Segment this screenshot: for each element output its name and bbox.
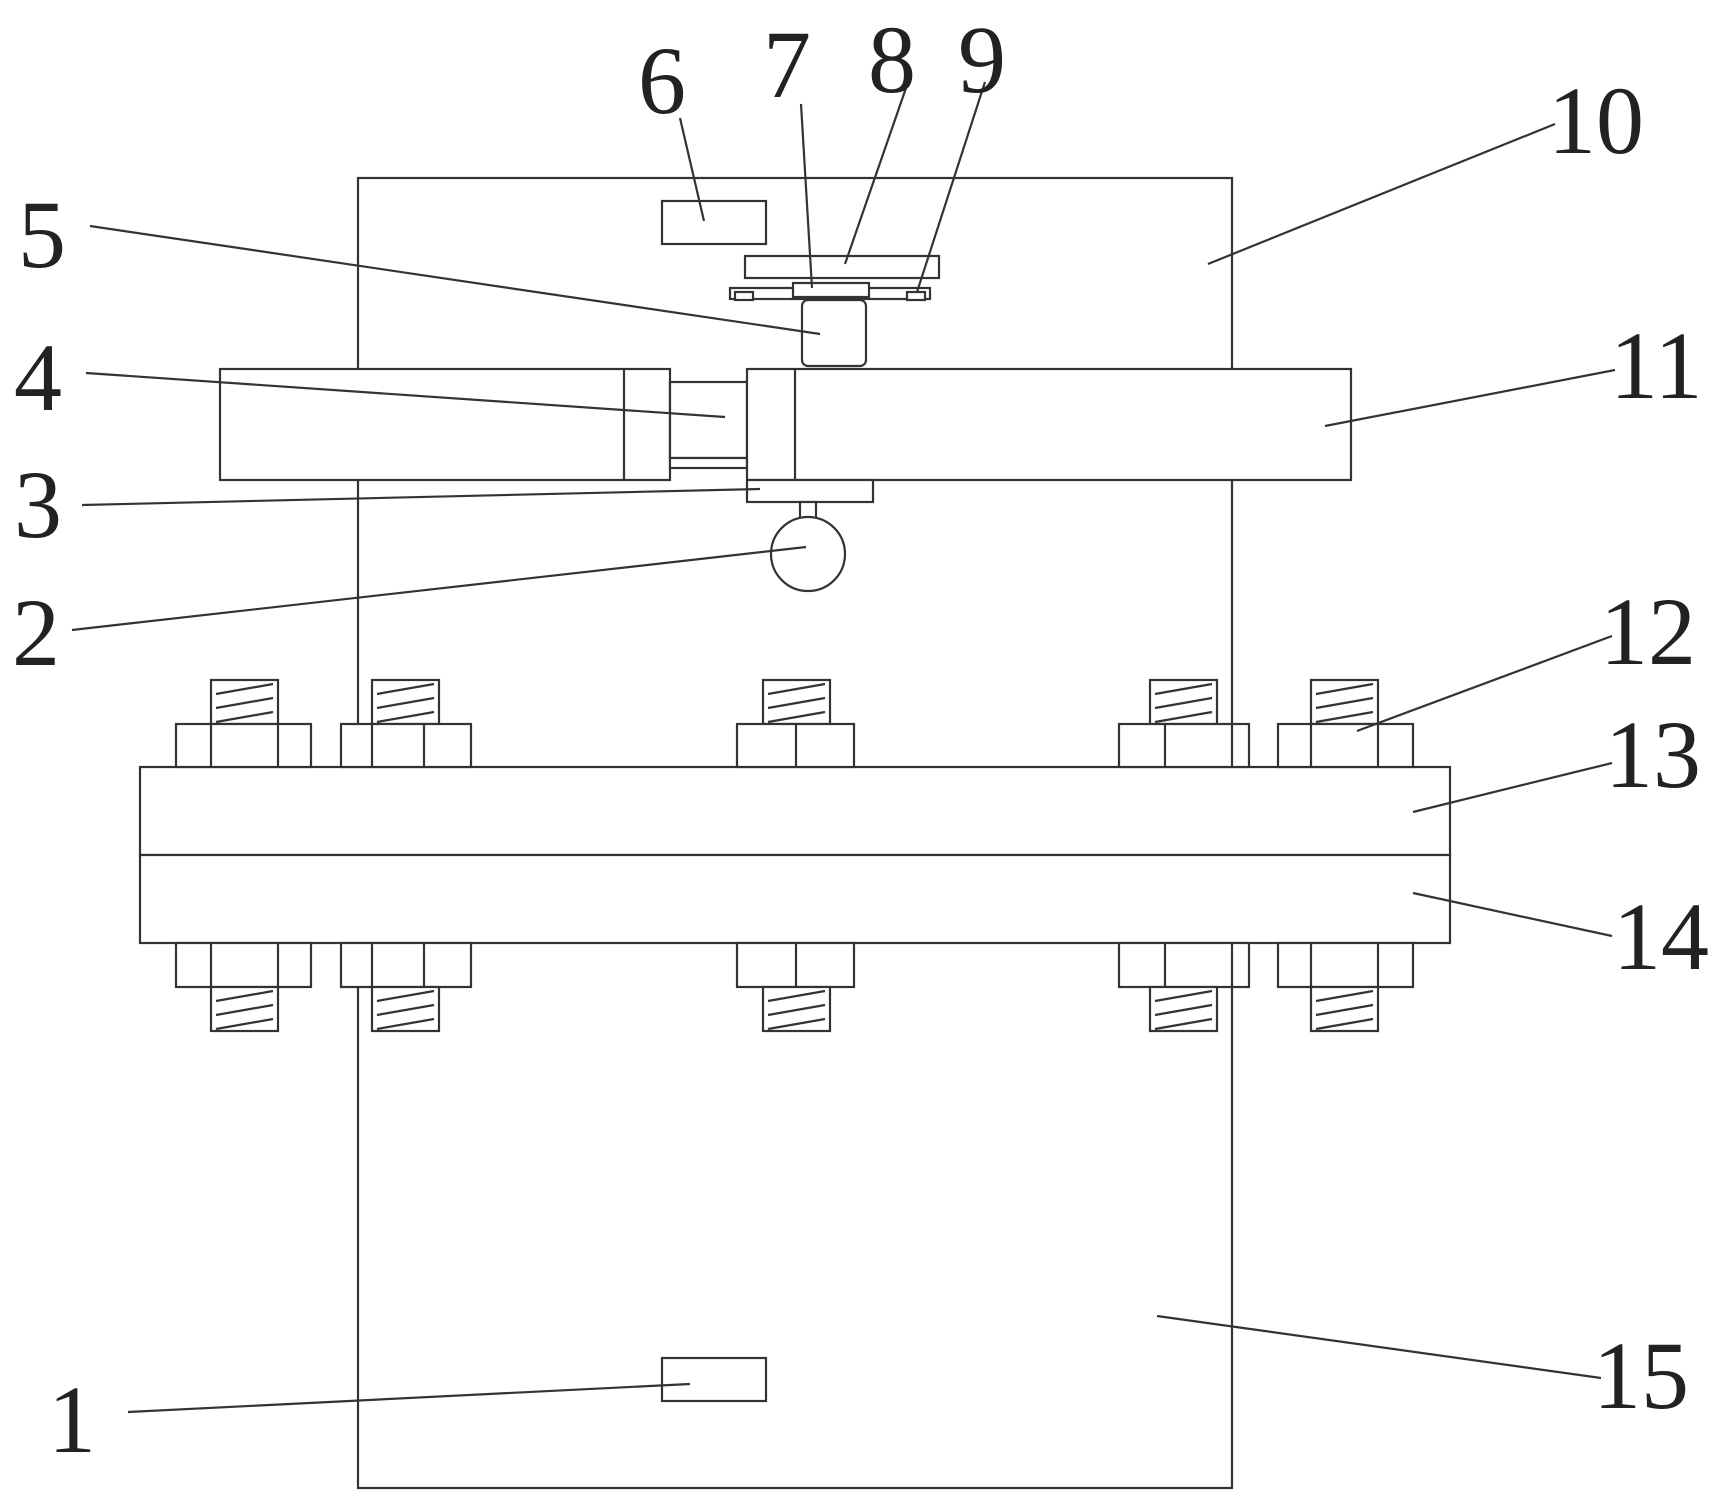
part-4-cylinder xyxy=(218,367,672,482)
part-5-motor xyxy=(800,298,868,368)
part-8-plate xyxy=(743,254,941,280)
part-13-flange xyxy=(138,765,1452,857)
label-2: 2 xyxy=(12,579,60,686)
label-6: 6 xyxy=(638,27,686,134)
leader-5 xyxy=(89,224,821,336)
label-4: 4 xyxy=(14,324,62,431)
label-14: 14 xyxy=(1613,883,1709,990)
part-6-box xyxy=(660,199,768,246)
bolt-2 xyxy=(339,678,473,1033)
part-9-tab-right xyxy=(905,290,927,302)
label-1: 1 xyxy=(48,1366,96,1473)
bolt-4 xyxy=(1117,678,1251,1033)
label-9: 9 xyxy=(958,6,1006,113)
label-13: 13 xyxy=(1605,701,1701,808)
leader-4 xyxy=(85,371,726,419)
part-4-piston-rod xyxy=(668,456,749,470)
label-15: 15 xyxy=(1593,1322,1689,1429)
label-11: 11 xyxy=(1610,312,1702,419)
leader-9 xyxy=(915,81,987,293)
bolt-3 xyxy=(735,678,856,1033)
part-2-ball xyxy=(769,515,847,593)
leader-2 xyxy=(71,545,807,632)
leader-14 xyxy=(1412,891,1613,938)
leader-13 xyxy=(1412,761,1613,814)
leader-6 xyxy=(678,117,706,222)
part-7-block xyxy=(791,281,871,299)
bolt-5 xyxy=(1276,678,1415,1033)
bolt-1 xyxy=(174,678,313,1033)
label-3: 3 xyxy=(14,451,62,558)
part-9-tab-left xyxy=(733,290,755,302)
part-14-flange xyxy=(138,853,1452,945)
part-1-box xyxy=(660,1356,768,1403)
part-4-rod-housing xyxy=(668,380,749,460)
label-12: 12 xyxy=(1600,578,1696,685)
leader-1 xyxy=(127,1382,691,1414)
leader-12 xyxy=(1356,634,1613,733)
leader-10 xyxy=(1207,122,1556,266)
leader-7 xyxy=(799,103,814,289)
leader-15 xyxy=(1156,1314,1602,1380)
label-5: 5 xyxy=(18,181,66,288)
part-3-bracket xyxy=(745,478,875,504)
leader-8 xyxy=(843,87,908,265)
label-7: 7 xyxy=(763,11,811,118)
label-10: 10 xyxy=(1548,67,1644,174)
leader-3 xyxy=(81,487,761,507)
leader-11 xyxy=(1324,368,1616,428)
part-11-arm xyxy=(745,367,1353,482)
label-8: 8 xyxy=(868,6,916,113)
